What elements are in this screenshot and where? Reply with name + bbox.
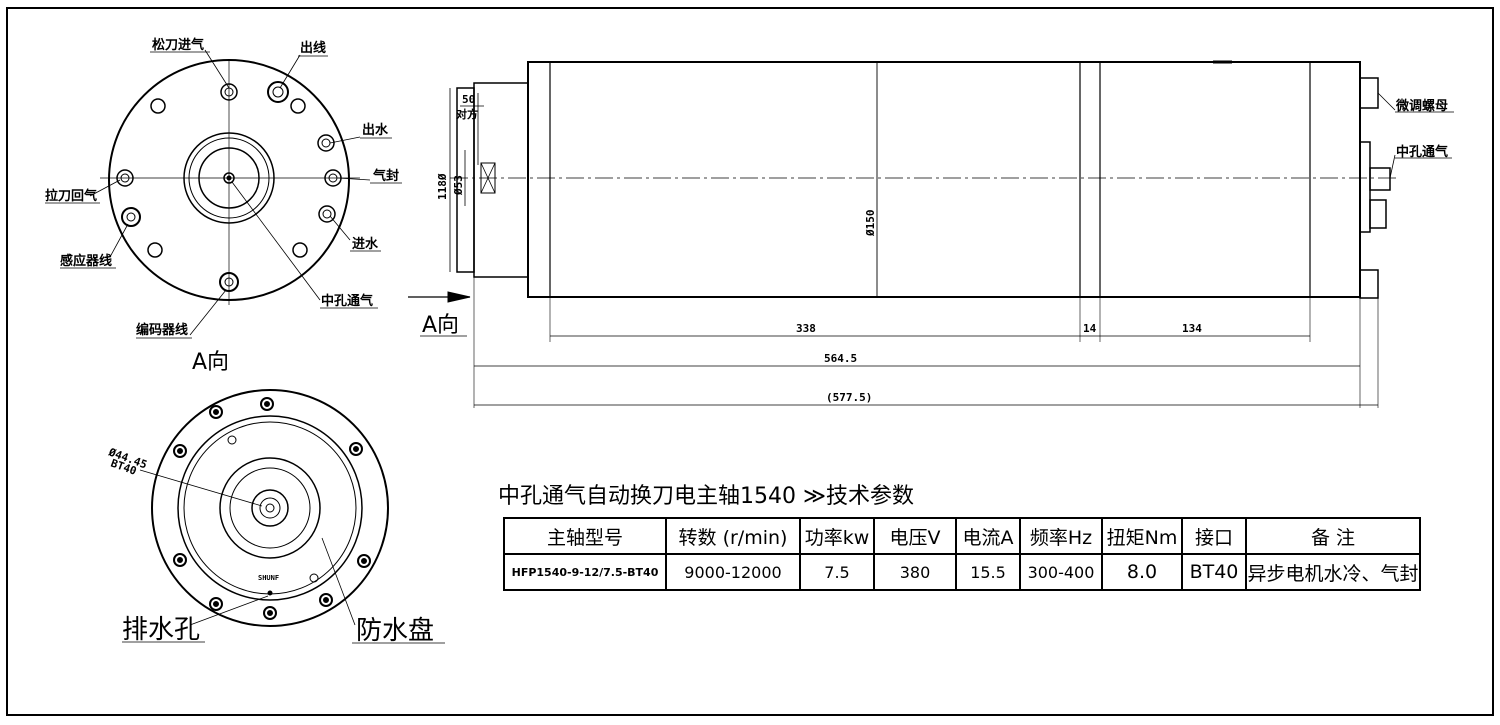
header-speed: 转数 (r/min) [665, 517, 801, 555]
dim-150: Ø150 [864, 210, 877, 238]
cell-voltage: 380 [873, 553, 957, 591]
label-fang-shui-pan: 防水盘 [356, 616, 434, 646]
dim-577-5: (577.5) [826, 391, 872, 404]
cell-speed: 9000-12000 [665, 553, 801, 591]
label-qi-feng: 气封 [373, 168, 399, 184]
header-model: 主轴型号 [503, 517, 667, 555]
header-interface: 接口 [1181, 517, 1247, 555]
cell-frequency: 300-400 [1019, 553, 1103, 591]
view-b-small-mark: SHUNF [258, 574, 279, 582]
cell-torque: 8.0 [1101, 553, 1183, 591]
side-view [408, 60, 1454, 408]
label-zhong-kong-tong-qi: 中孔通气 [321, 293, 373, 309]
spec-table-title: 中孔通气自动换刀电主轴1540 ≫技术参数 [498, 484, 915, 509]
spec-data-row: HFP1540-9-12/7.5-BT40 9000-12000 7.5 380… [503, 553, 1421, 591]
side-view-arrow-label: A向 [422, 313, 459, 338]
label-dui-fang: 对方 [456, 107, 478, 121]
dim-50: 50 [462, 93, 475, 106]
dim-53: Ø53 [452, 175, 465, 196]
dim-118: 118Ø [436, 173, 449, 200]
view-a-caption: A向 [192, 350, 229, 375]
label-gan-ying-qi-xian: 感应器线 [60, 253, 112, 269]
label-wei-tiao-luo-mu: 微调螺母 [1395, 98, 1448, 114]
header-power: 功率kw [799, 517, 875, 555]
label-chu-xian: 出线 [300, 40, 326, 56]
label-side-zhong-kong-tong-qi: 中孔通气 [1396, 144, 1448, 160]
header-current: 电流A [955, 517, 1021, 555]
header-voltage: 电压V [873, 517, 957, 555]
label-pai-shui-kong: 排水孔 [122, 615, 200, 645]
header-frequency: 频率Hz [1019, 517, 1103, 555]
spec-table: 主轴型号 转数 (r/min) 功率kw 电压V 电流A 频率Hz 扭矩Nm 接… [503, 517, 1421, 591]
cell-current: 15.5 [955, 553, 1021, 591]
cell-model: HFP1540-9-12/7.5-BT40 [503, 553, 667, 591]
cell-remarks: 异步电机水冷、气封 [1245, 553, 1421, 591]
dim-338: 338 [796, 322, 816, 335]
label-jin-shui: 进水 [352, 236, 379, 252]
drawing-frame [6, 7, 1494, 716]
cell-interface: BT40 [1181, 553, 1247, 591]
header-remarks: 备 注 [1245, 517, 1421, 555]
spec-header-row: 主轴型号 转数 (r/min) 功率kw 电压V 电流A 频率Hz 扭矩Nm 接… [503, 517, 1421, 555]
header-torque: 扭矩Nm [1101, 517, 1183, 555]
label-bian-ma-qi-xian: 编码器线 [136, 322, 188, 338]
view-b [122, 389, 445, 644]
cell-power: 7.5 [799, 553, 875, 591]
dim-134: 134 [1182, 322, 1202, 335]
view-a [45, 49, 402, 339]
label-la-dao-hui-qi: 拉刀回气 [45, 188, 97, 204]
dim-14: 14 [1083, 322, 1097, 335]
dim-564-5: 564.5 [824, 352, 857, 365]
label-chu-shui: 出水 [362, 122, 389, 138]
label-song-dao-jin-qi: 松刀进气 [152, 37, 204, 53]
